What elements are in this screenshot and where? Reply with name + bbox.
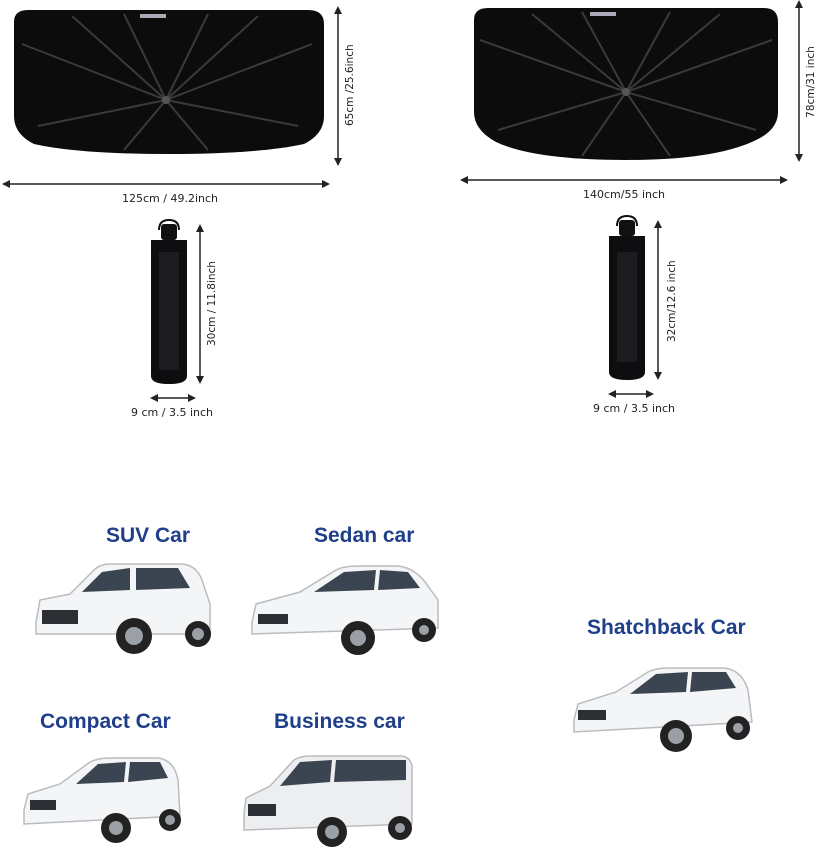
suv-car-image <box>35 563 211 654</box>
hatchback-car-label: Shatchback Car <box>587 616 746 639</box>
sedan-car-label: Sedan car <box>314 524 415 547</box>
width-arrow-small <box>2 180 330 188</box>
business-car-label: Business car <box>274 710 405 733</box>
folded-large-length-label: 32cm/12.6 inch <box>666 260 678 342</box>
folded-umbrella-large-image <box>609 214 645 380</box>
hatchback-car-image <box>573 667 753 752</box>
suv-car-label: SUV Car <box>106 524 191 547</box>
height-arrow-large <box>795 0 803 162</box>
folded-small-diameter-label: 9 cm / 3.5 inch <box>131 406 213 419</box>
folded-length-arrow-small <box>196 224 204 384</box>
folded-umbrella-small-image <box>151 218 187 384</box>
sunshade-large-image <box>474 8 778 160</box>
height-arrow-small <box>334 6 342 166</box>
business-van-image <box>243 755 413 847</box>
shade-large-height-label: 78cm/31 inch <box>805 46 817 118</box>
compact-car-image <box>23 757 181 843</box>
sedan-car-image <box>251 565 439 655</box>
shade-large-width-label: 140cm/55 inch <box>583 188 666 201</box>
width-arrow-large <box>460 176 788 184</box>
folded-length-arrow-large <box>654 220 662 380</box>
folded-diameter-arrow-small <box>150 394 196 402</box>
shade-small-width-label: 125cm / 49.2inch <box>122 192 218 205</box>
sunshade-small-image <box>14 10 324 154</box>
compact-car-label: Compact Car <box>40 710 171 733</box>
shade-small-height-label: 65cm /25.6inch <box>344 44 356 126</box>
folded-small-length-label: 30cm / 11.8inch <box>206 261 218 346</box>
folded-large-diameter-label: 9 cm / 3.5 inch <box>593 402 675 415</box>
folded-diameter-arrow-large <box>608 390 654 398</box>
